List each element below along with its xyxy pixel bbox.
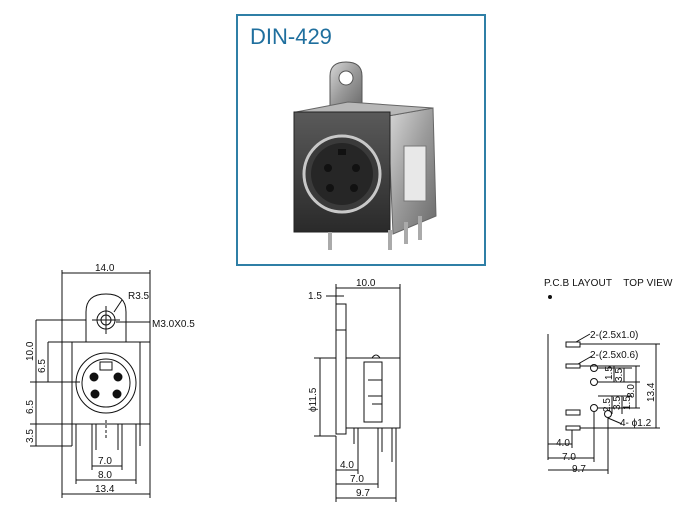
pcb-hole — [590, 364, 598, 372]
dim-r35: R3.5 — [128, 291, 150, 302]
pcb-dim-4: 4.0 — [556, 438, 570, 449]
dim-side-7: 7.0 — [350, 474, 364, 485]
pcb-dim-1-5b: 1.5 — [622, 396, 633, 410]
pcb-holes-label: 4- ϕ1.2 — [620, 418, 652, 429]
pcb-view: 1.5 3.5 8.0 13.4 2.5 3.5 1.5 2-(2.5x1.0)… — [547, 295, 660, 475]
shell-window — [403, 145, 427, 202]
side-flange — [335, 303, 347, 435]
pcb-layout-title: P.C.B LAYOUT TOP VIEW — [544, 278, 673, 289]
dim-7: 7.0 — [98, 456, 112, 467]
side-body — [345, 357, 401, 429]
front-socket — [75, 352, 137, 414]
dim-3-5: 3.5 — [25, 429, 36, 443]
front-body-outline — [61, 341, 151, 425]
dim-side-9-7: 9.7 — [356, 488, 370, 499]
pcb-dim-13-4: 13.4 — [646, 382, 657, 402]
product-photo-frame: DIN-429 — [236, 14, 486, 266]
front-socket-inner — [81, 358, 131, 408]
tab-hole — [338, 70, 354, 86]
dim-6-5a: 6.5 — [37, 359, 48, 373]
pcb-dim-8: 8.0 — [626, 384, 637, 398]
pcb-slot — [565, 363, 581, 369]
dim-10: 10.0 — [25, 341, 36, 361]
pcb-slot — [565, 409, 581, 416]
dim-6-5b: 6.5 — [25, 400, 36, 414]
pcb-dim-3-5a: 3.5 — [614, 368, 625, 382]
leg — [388, 230, 392, 250]
socket-pin — [350, 184, 358, 192]
front-tab-outline — [85, 293, 127, 342]
pcb-dim-9-7: 9.7 — [572, 464, 586, 475]
socket-key — [338, 149, 346, 155]
pcb-hole — [590, 378, 598, 386]
dim-side-1-5: 1.5 — [308, 291, 322, 302]
dim-side-10: 10.0 — [356, 278, 376, 289]
pcb-hole — [590, 404, 598, 412]
dim-side-4: 4.0 — [340, 460, 354, 471]
connector-photo — [293, 61, 437, 250]
dim-thread: M3.0X0.5 — [152, 319, 195, 330]
pcb-slot — [565, 425, 581, 431]
pcb-slot-large-label: 2-(2.5x1.0) — [590, 330, 638, 341]
side-view: 10.0 1.5 ϕ11.5 — [308, 278, 401, 502]
pcb-dim-3-5b: 3.5 — [612, 396, 623, 410]
leg — [404, 222, 408, 244]
leg — [418, 216, 422, 240]
front-view: 14.0 R3.5 M3.0X0.5 — [25, 263, 195, 498]
dim-8: 8.0 — [98, 470, 112, 481]
pcb-slot — [565, 341, 581, 348]
dim-13-4: 13.4 — [95, 484, 115, 495]
pcb-slot-small-label: 2-(2.5x0.6) — [590, 350, 638, 361]
pcb-dim-1-5: 1.5 — [604, 366, 615, 380]
socket-pin — [324, 164, 332, 172]
dim-side-diam: ϕ11.5 — [308, 387, 319, 412]
socket-pin — [326, 184, 334, 192]
pcb-dim-7: 7.0 — [562, 452, 576, 463]
dim-14: 14.0 — [95, 263, 115, 274]
leg — [328, 232, 332, 250]
pcb-dim-2-5: 2.5 — [602, 398, 613, 412]
socket-pin — [352, 164, 360, 172]
model-label: DIN-429 — [250, 24, 332, 49]
